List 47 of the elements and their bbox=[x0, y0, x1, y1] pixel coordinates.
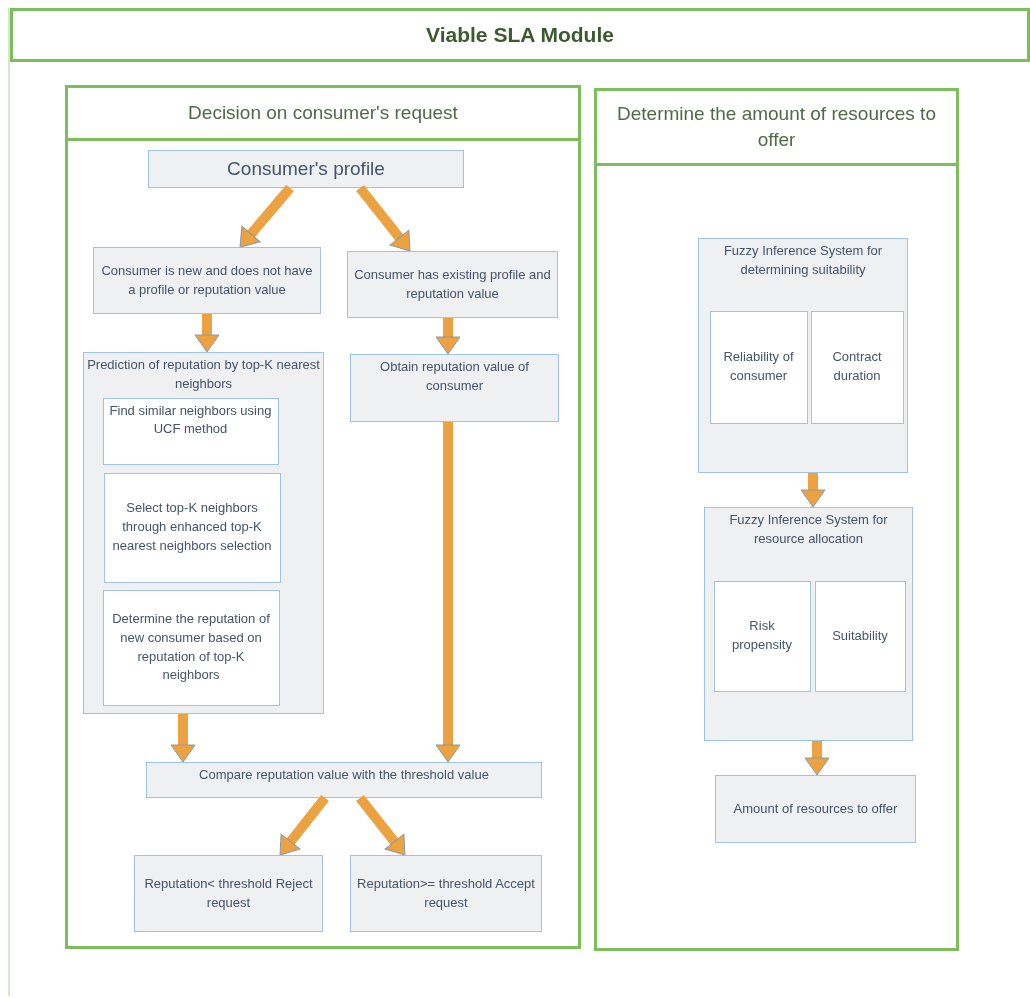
step-label: Consumer has existing profile and reputation value bbox=[353, 265, 552, 303]
sub-process-box bbox=[810, 310, 904, 424]
section-title: Determine the amount of resources to offer bbox=[616, 102, 937, 152]
group-box bbox=[698, 238, 908, 473]
arrow bbox=[194, 314, 220, 353]
group-box bbox=[704, 507, 913, 741]
process-box bbox=[350, 855, 542, 932]
group-box bbox=[83, 352, 324, 714]
sub-process-box bbox=[713, 580, 811, 692]
arrow bbox=[800, 473, 826, 508]
section-title: Decision on consumer's request bbox=[188, 101, 458, 126]
step-label: Consumer's profile bbox=[227, 157, 385, 182]
step-label: Reputation>= threshold Accept request bbox=[356, 874, 536, 912]
arrow bbox=[435, 422, 461, 763]
section-panel bbox=[65, 85, 581, 949]
step-label: Reputation< threshold Reject request bbox=[143, 874, 314, 912]
sub-process-box bbox=[709, 310, 808, 424]
step-label: Contract duration bbox=[831, 348, 883, 385]
sub-process-box bbox=[102, 589, 280, 706]
section-panel bbox=[594, 88, 959, 951]
step-label: Risk propensity bbox=[731, 617, 793, 654]
process-box bbox=[715, 775, 916, 843]
step-label: Fuzzy Inference System for resource allocation bbox=[728, 511, 889, 548]
step-label: Prediction of reputation by top-K nearest neighbors bbox=[87, 356, 320, 393]
process-box bbox=[148, 150, 464, 188]
step-label: Reliability of consumer bbox=[722, 348, 795, 385]
diagram-title: Viable SLA Module bbox=[426, 23, 614, 47]
arrow bbox=[170, 714, 196, 763]
sub-process-box bbox=[814, 580, 906, 692]
step-label: Compare reputation value with the threshold value bbox=[199, 766, 489, 784]
process-box bbox=[93, 247, 321, 314]
sub-process-box bbox=[102, 397, 279, 465]
sub-process-box bbox=[103, 472, 281, 583]
step-label: Find similar neighbors using UCF method bbox=[108, 401, 273, 439]
process-box bbox=[350, 354, 559, 422]
step-label: Fuzzy Inference System for determining suitability bbox=[722, 242, 884, 279]
step-label: Amount of resources to offer bbox=[733, 799, 898, 818]
arrow bbox=[804, 741, 830, 776]
step-label: Obtain reputation value of consumer bbox=[379, 358, 530, 395]
step-label: Suitability bbox=[832, 626, 888, 645]
process-box bbox=[146, 762, 542, 798]
step-label: Determine the reputation of new consumer based on reputation of top-K neighbors bbox=[111, 609, 271, 685]
arrow bbox=[435, 318, 461, 355]
process-box bbox=[134, 855, 323, 932]
step-label: Select top-K neighbors through enhanced top-K nearest neighbors selection bbox=[111, 499, 273, 555]
process-box bbox=[347, 251, 558, 318]
step-label: Consumer is new and does not have a profile or reputation value bbox=[100, 261, 314, 299]
